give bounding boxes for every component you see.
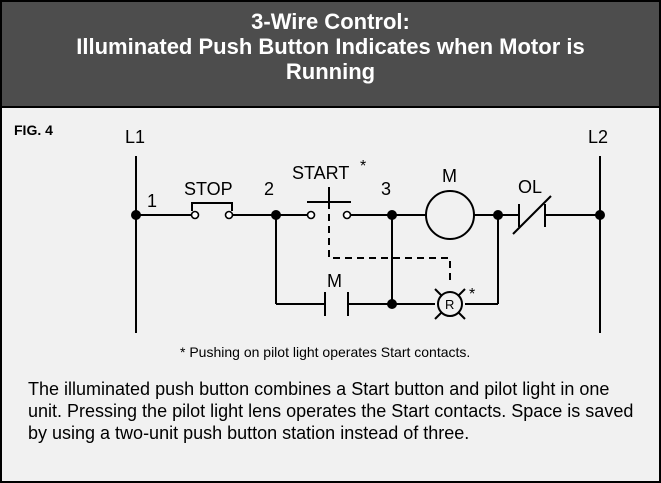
stop-terminal-right (224, 210, 234, 220)
rail-l1-label: L1 (125, 127, 145, 147)
start-terminal-left (306, 210, 316, 220)
junction-3-lower (387, 299, 397, 309)
header-line-2: Illuminated Push Button Indicates when M… (76, 34, 585, 59)
circuit-svg: L1 L2 1 2 3 STOP START * M OL M R * * Pu… (125, 127, 608, 360)
pilot-ray-se (457, 311, 466, 320)
node-1-label: 1 (147, 191, 157, 211)
aux-contact-label: M (327, 271, 342, 291)
motor-circle (425, 190, 475, 240)
figure-label: FIG. 4 (14, 122, 53, 138)
stop-label: STOP (184, 179, 233, 199)
pilot-ray-sw (434, 311, 443, 320)
start-terminal-right (342, 210, 352, 220)
ol-label: OL (518, 177, 542, 197)
diagram-footnote: * Pushing on pilot light operates Start … (180, 344, 470, 360)
ol-contact-slash (512, 195, 552, 235)
pilot-light-circle (437, 291, 463, 317)
junction-l2 (595, 210, 605, 220)
pilot-asterisk: * (469, 286, 475, 303)
node-2-label: 2 (264, 179, 274, 199)
stop-terminal-left (190, 210, 200, 220)
figure-header: 3-Wire Control: Illuminated Push Button … (2, 2, 659, 108)
stop-pushbutton-bar (191, 202, 233, 211)
motor-label: M (442, 166, 457, 186)
junction-1 (131, 210, 141, 220)
junction-motor-ol (493, 210, 503, 220)
pilot-start-linkage (328, 202, 451, 280)
figure-description: The illuminated push button combines a S… (28, 379, 634, 443)
pilot-ray-nw (434, 288, 443, 297)
start-asterisk: * (360, 158, 366, 175)
pilot-letter: R (445, 297, 454, 312)
junction-2 (271, 210, 281, 220)
header-line-1: 3-Wire Control: (251, 9, 410, 34)
node-3-label: 3 (381, 179, 391, 199)
junction-3 (387, 210, 397, 220)
rail-l2-label: L2 (588, 127, 608, 147)
ladder-diagram: FIG. 4 (2, 108, 659, 370)
start-label: START (292, 163, 349, 183)
header-line-3: Running (285, 59, 376, 84)
pilot-ray-ne (457, 288, 466, 297)
